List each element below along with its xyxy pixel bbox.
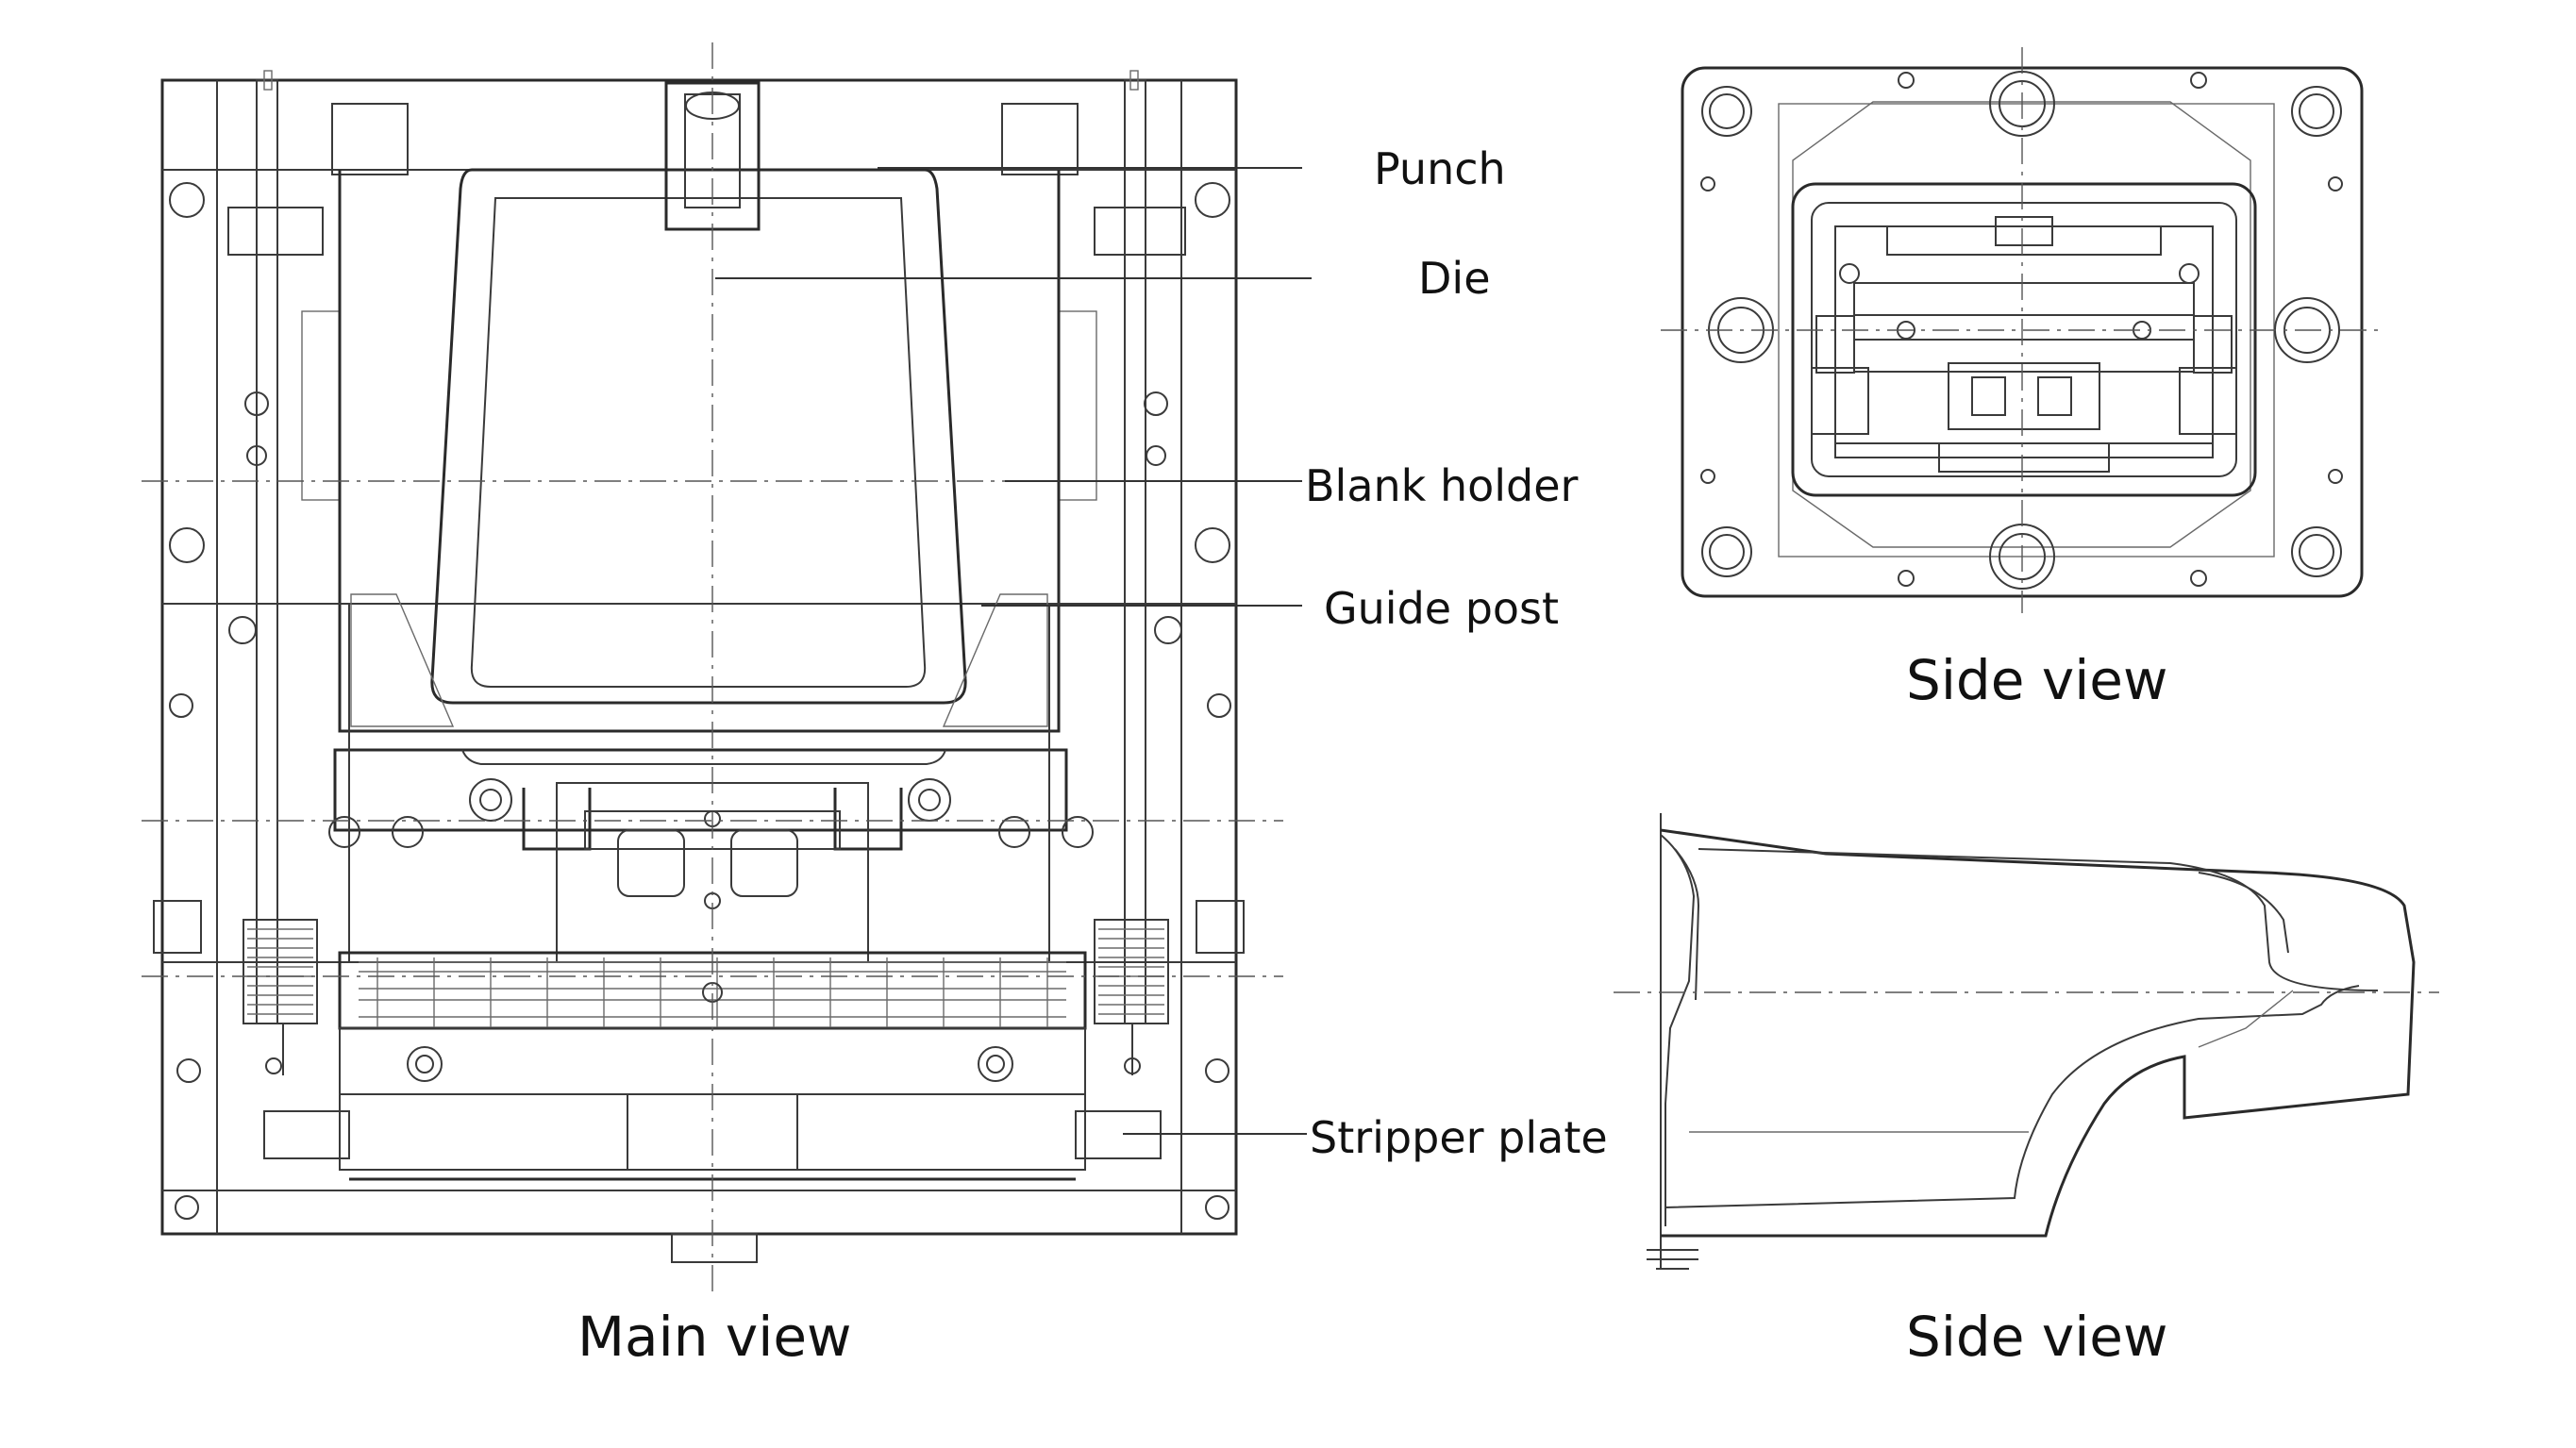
label-guide-post: Guide post: [1324, 583, 1560, 634]
caption-main-view: Main view: [577, 1305, 852, 1369]
main-view-drawing: [142, 42, 1283, 1292]
label-blank-holder: Blank holder: [1305, 460, 1579, 511]
caption-side-view-top: Side view: [1906, 648, 2168, 712]
label-die: Die: [1418, 253, 1491, 304]
label-stripper-plate: Stripper plate: [1310, 1112, 1608, 1163]
side-view-top-drawing: [1661, 47, 2383, 613]
side-view-bottom-drawing: [1614, 813, 2439, 1270]
leader-lines: [715, 167, 1312, 1135]
label-punch: Punch: [1374, 143, 1506, 194]
caption-side-view-bottom: Side view: [1906, 1305, 2168, 1369]
